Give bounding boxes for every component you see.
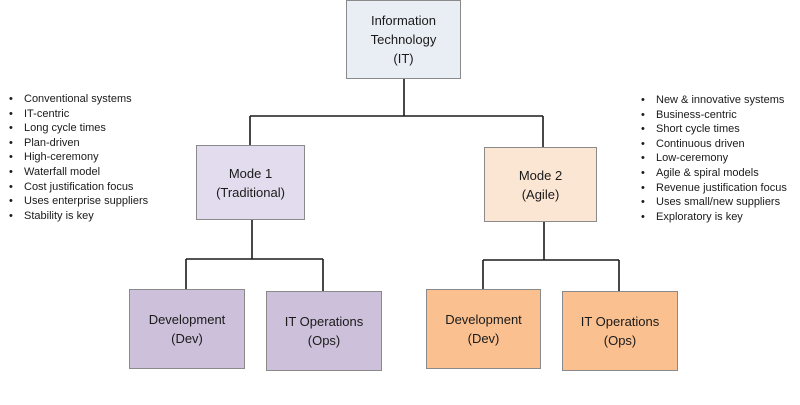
mode2-trait-item: Low-ceremony <box>640 151 787 166</box>
mode2-ops-abbr: (Ops) <box>603 333 637 348</box>
mode1-ops-title: IT Operations <box>284 314 364 329</box>
it-node-line-3: (IT) <box>393 51 414 66</box>
mode2-trait-item: Uses small/new suppliers <box>640 195 787 210</box>
mode1-trait-item: IT-centric <box>8 107 148 122</box>
mode2-ops-title: IT Operations <box>580 314 660 329</box>
mode2-trait-item: Continuous driven <box>640 137 787 152</box>
it-node: Information Technology (IT) <box>346 0 461 79</box>
mode2-node: Mode 2 (Agile) <box>484 147 597 222</box>
mode2-traits-list: New & innovative systems Business-centri… <box>640 93 787 224</box>
mode2-trait-item: Short cycle times <box>640 122 787 137</box>
mode2-trait-item: Exploratory is key <box>640 210 787 225</box>
mode1-traits-list: Conventional systems IT-centric Long cyc… <box>8 92 148 223</box>
mode2-node-title: Mode 2 <box>518 167 563 183</box>
mode1-node: Mode 1 (Traditional) <box>196 145 305 220</box>
mode2-dev-node: Development (Dev) <box>426 289 541 369</box>
mode1-trait-item: Uses enterprise suppliers <box>8 194 148 209</box>
mode1-trait-item: High-ceremony <box>8 150 148 165</box>
it-node-line-2: Technology <box>370 32 437 47</box>
mode1-trait-item: Stability is key <box>8 209 148 224</box>
mode1-dev-title: Development <box>148 312 226 327</box>
mode1-ops-abbr: (Ops) <box>307 333 341 348</box>
mode1-dev-abbr: (Dev) <box>171 331 203 346</box>
mode1-node-title: Mode 1 <box>228 165 273 181</box>
mode1-trait-item: Conventional systems <box>8 92 148 107</box>
mode2-dev-abbr: (Dev) <box>467 331 500 346</box>
mode1-trait-item: Long cycle times <box>8 121 148 136</box>
mode2-dev-title: Development <box>445 312 522 327</box>
mode1-ops-node: IT Operations (Ops) <box>266 291 382 371</box>
mode2-trait-item: Revenue justification focus <box>640 181 787 196</box>
mode1-trait-item: Waterfall model <box>8 165 148 180</box>
mode2-ops-node: IT Operations (Ops) <box>562 291 678 371</box>
mode1-trait-item: Plan-driven <box>8 136 148 151</box>
mode1-node-subtitle: (Traditional) <box>216 184 285 200</box>
it-node-line-1: Information <box>370 13 437 28</box>
mode1-trait-item: Cost justification focus <box>8 180 148 195</box>
mode2-node-subtitle: (Agile) <box>521 186 560 202</box>
mode2-trait-item: Agile & spiral models <box>640 166 787 181</box>
mode1-dev-node: Development (Dev) <box>129 289 245 369</box>
mode2-trait-item: New & innovative systems <box>640 93 787 108</box>
mode2-trait-item: Business-centric <box>640 108 787 123</box>
